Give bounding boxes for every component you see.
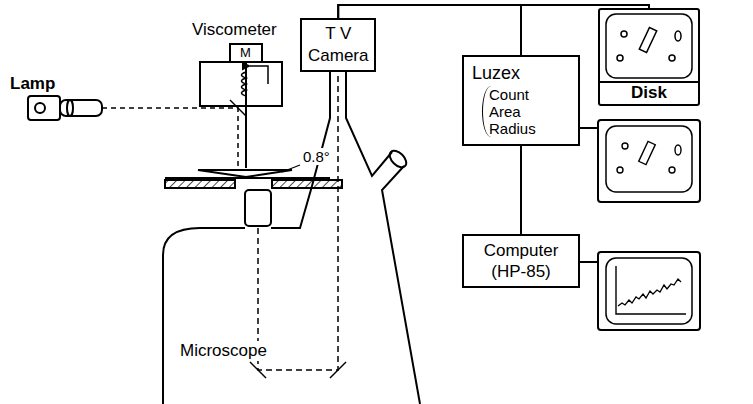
part-label: Lamp — [8, 74, 57, 94]
monitor — [598, 252, 700, 330]
particle — [675, 145, 681, 155]
device-label: Disk — [600, 83, 698, 103]
stage-right — [272, 180, 342, 188]
stage-left — [165, 180, 235, 188]
part-label: Viscometer — [190, 20, 279, 40]
wire — [580, 127, 598, 129]
mirror — [330, 362, 346, 378]
box-text: Camera — [308, 45, 368, 67]
disk-box: Disk — [598, 8, 700, 106]
torque-arrow — [250, 66, 268, 84]
particle — [622, 143, 628, 149]
connector — [520, 146, 522, 234]
lamp-body — [28, 96, 60, 120]
plate — [165, 177, 330, 179]
viscometer-housing — [200, 44, 282, 106]
monitor-screen — [606, 258, 692, 324]
box-text: T V — [308, 23, 368, 45]
light-path — [102, 108, 238, 166]
microscope-body-right — [271, 72, 420, 404]
lamp-bulb — [35, 103, 45, 113]
angle-leader — [282, 165, 300, 172]
luzex-box: LuzexCountAreaRadius — [462, 55, 580, 146]
camera-box: T VCamera — [300, 18, 376, 72]
bracket-group: CountAreaRadius — [482, 86, 536, 137]
box-title: Luzex — [472, 63, 570, 84]
lamp-tube — [60, 100, 102, 116]
plot-axes — [616, 266, 686, 314]
motor-label: M — [240, 45, 251, 60]
function-item: Radius — [489, 120, 536, 137]
optical-path — [258, 76, 338, 370]
monitor — [598, 120, 700, 202]
particle — [639, 141, 656, 164]
mirror — [230, 100, 246, 116]
box-text: Computer (HP-85) — [470, 240, 572, 282]
particle — [669, 167, 675, 173]
spring-coil — [242, 72, 247, 96]
plot-curve — [618, 279, 681, 306]
microscope-body-left — [163, 228, 245, 404]
monitor-screen — [606, 126, 692, 192]
part-label: Microscope — [178, 341, 269, 361]
function-item: Area — [489, 103, 536, 120]
computer-box: Computer (HP-85) — [462, 234, 580, 288]
particle — [617, 167, 623, 173]
objective — [245, 190, 271, 226]
cone — [198, 170, 292, 177]
eyepiece — [387, 148, 410, 171]
function-item: Count — [489, 86, 536, 103]
wire — [580, 261, 598, 263]
lamp-lens — [67, 100, 73, 116]
angle-dimension: 0.8° — [301, 148, 332, 165]
mirror — [250, 362, 266, 378]
